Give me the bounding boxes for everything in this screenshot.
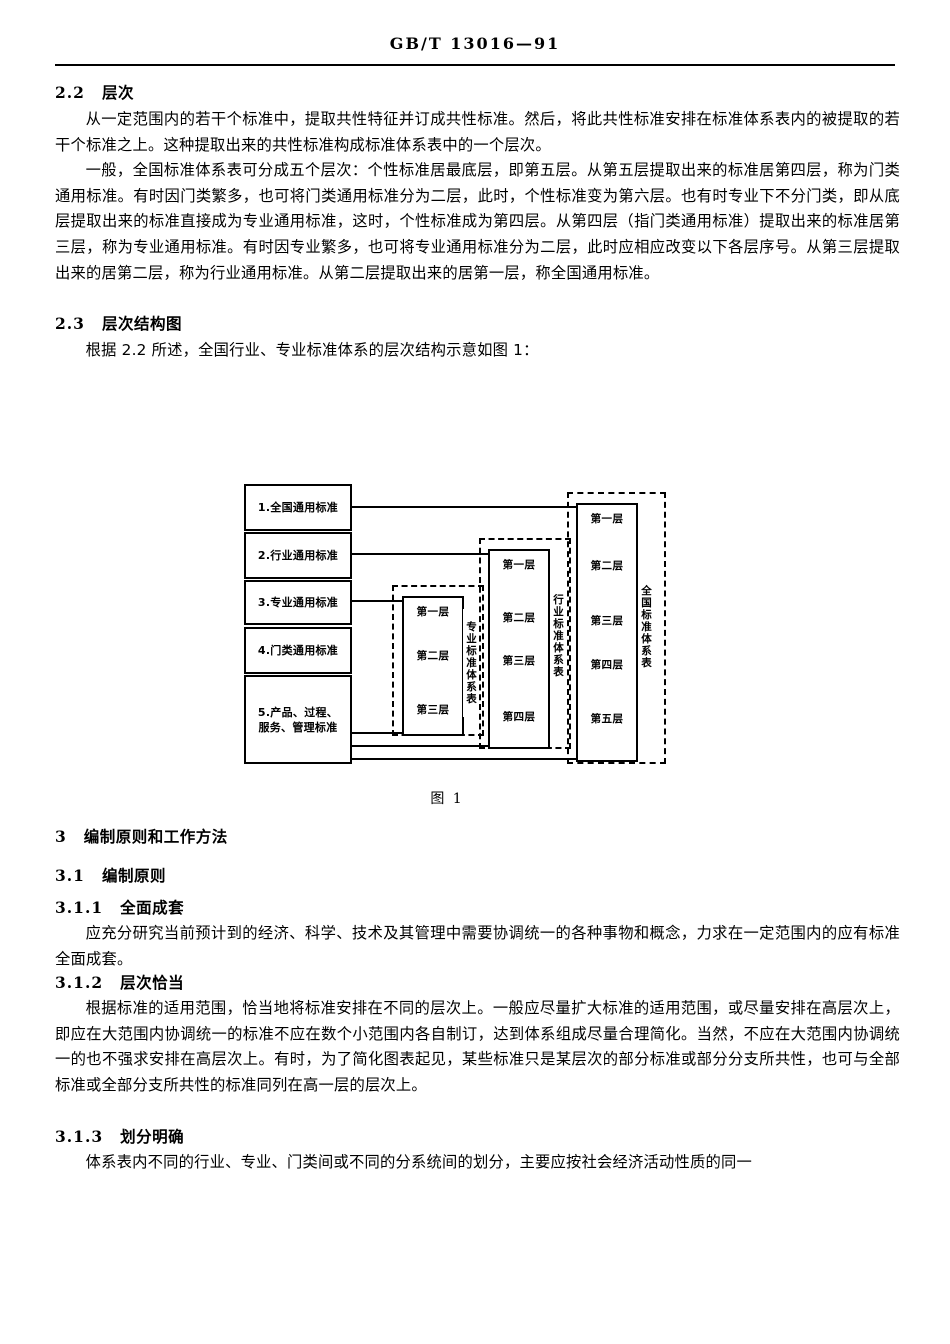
standard-code: GB/T 13016—91 — [389, 34, 561, 53]
heading-2-3-title: 层次结构图 — [101, 315, 182, 333]
layer-cell: 第三层 — [490, 653, 548, 668]
heading-2-2: 2.2 层次 — [55, 82, 900, 104]
connector-line-5b — [348, 745, 488, 747]
figure-1-wrapper: 第一层 第二层 第三层 第四层 第五层 全国标准体系表 第一层 第二层 第三层 … — [0, 470, 950, 807]
layer-cell: 第五层 — [578, 711, 636, 726]
level-box-category[interactable]: 4.门类通用标准 — [244, 627, 352, 674]
heading-3-1: 3.1 编制原则 — [55, 865, 900, 887]
section-3-1-3: 3.1.3 划分明确 体系表内不同的行业、专业、门类间或不同的分系统间的划分，主要… — [55, 1126, 900, 1176]
heading-3-1-title: 编制原则 — [101, 867, 166, 885]
connector-line-5a — [348, 732, 403, 734]
connector-line-5c — [348, 758, 576, 760]
heading-3-1-1: 3.1.1 全面成套 — [55, 897, 900, 919]
heading-2-2-title: 层次 — [101, 84, 134, 102]
para-3-1-1: 应充分研究当前预计到的经济、科学、技术及其管理中需要协调统一的各种事物和概念，力… — [55, 924, 900, 968]
group-professional-column: 第一层 第二层 第三层 — [402, 596, 464, 736]
section-3-1-2: 3.1.2 层次恰当 根据标准的适用范围，恰当地将标准安排在不同的层次上。一般应尽… — [55, 972, 900, 1098]
para-2-2-2: 一般，全国标准体系表可分成五个层次：个性标准居最底层，即第五层。从第五层提取出来… — [55, 161, 900, 282]
heading-3-1-1-title: 全面成套 — [120, 899, 185, 917]
heading-3-1-number: 3.1 — [55, 866, 85, 885]
connector-line-2 — [348, 553, 488, 555]
heading-2-3-number: 2.3 — [55, 314, 85, 333]
level-box-label: 4.门类通用标准 — [257, 644, 339, 657]
section-3: 3 编制原则和工作方法 — [55, 826, 900, 848]
section-2-3: 2.3 层次结构图 根据 2.2 所述，全国行业、专业标准体系的层次结构示意如图 … — [55, 313, 900, 364]
para-3-1-3: 体系表内不同的行业、专业、门类间或不同的分系统间的划分，主要应按社会经济活动性质… — [85, 1153, 752, 1171]
connector-line-1 — [348, 506, 576, 508]
figure-1-hierarchy-diagram: 第一层 第二层 第三层 第四层 第五层 全国标准体系表 第一层 第二层 第三层 … — [232, 470, 666, 807]
heading-3-1-3: 3.1.3 划分明确 — [55, 1126, 900, 1148]
para-2-3-1: 根据 2.2 所述，全国行业、专业标准体系的层次结构示意如图 1： — [85, 341, 539, 359]
group-industry-caption: 行业标准体系表 — [550, 582, 564, 690]
figure-caption: 图 1 — [430, 791, 464, 807]
heading-2-2-number: 2.2 — [55, 83, 85, 102]
layer-cell: 第四层 — [578, 657, 636, 672]
para-2-2-1: 从一定范围内的若干个标准中，提取共性特征并订成共性标准。然后，将此共性标准安排在… — [55, 110, 900, 154]
heading-3-number: 3 — [55, 827, 67, 846]
group-professional-caption: 专业标准体系表 — [463, 609, 477, 717]
level-box-label: 3.专业通用标准 — [257, 596, 339, 609]
level-box-professional[interactable]: 3.专业通用标准 — [244, 580, 352, 625]
layer-cell: 第二层 — [578, 558, 636, 573]
heading-3-1-3-number: 3.1.3 — [55, 1127, 104, 1146]
level-box-label: 2.行业通用标准 — [257, 549, 339, 562]
layer-cell: 第二层 — [490, 610, 548, 625]
group-national-dashed-frame — [567, 492, 666, 764]
level-box-industry[interactable]: 2.行业通用标准 — [244, 532, 352, 579]
level-box-national[interactable]: 1.全国通用标准 — [244, 484, 352, 531]
layer-cell: 第三层 — [578, 613, 636, 628]
heading-3-1-2-number: 3.1.2 — [55, 973, 104, 992]
layer-cell: 第二层 — [404, 648, 462, 663]
group-industry-column: 第一层 第二层 第三层 第四层 — [488, 549, 550, 749]
heading-3: 3 编制原则和工作方法 — [55, 826, 900, 848]
section-3-1-1: 3.1.1 全面成套 应充分研究当前预计到的经济、科学、技术及其管理中需要协调统一… — [55, 897, 900, 972]
layer-cell: 第一层 — [404, 604, 462, 619]
heading-3-1-2-title: 层次恰当 — [120, 974, 185, 992]
layer-cell: 第一层 — [490, 557, 548, 572]
layer-cell: 第三层 — [404, 702, 462, 717]
level-box-product[interactable]: 5.产品、过程、服务、管理标准 — [244, 675, 352, 764]
group-national-caption: 全国标准体系表 — [638, 573, 652, 681]
heading-3-1-2: 3.1.2 层次恰当 — [55, 972, 900, 994]
layer-cell: 第四层 — [490, 709, 548, 724]
section-3-1: 3.1 编制原则 — [55, 865, 900, 887]
heading-3-1-3-title: 划分明确 — [120, 1128, 185, 1146]
connector-line-3 — [348, 600, 403, 602]
header-rule — [55, 64, 895, 66]
section-2-2: 2.2 层次 从一定范围内的若干个标准中，提取共性特征并订成共性标准。然后，将此共… — [55, 82, 900, 286]
group-national-column: 第一层 第二层 第三层 第四层 第五层 — [576, 503, 638, 762]
level-box-label: 1.全国通用标准 — [257, 501, 339, 514]
level-box-label: 5.产品、过程、服务、管理标准 — [257, 705, 339, 734]
heading-2-3: 2.3 层次结构图 — [55, 313, 900, 335]
heading-3-1-1-number: 3.1.1 — [55, 898, 104, 917]
heading-3-title: 编制原则和工作方法 — [83, 828, 228, 846]
layer-cell: 第一层 — [578, 511, 636, 526]
para-3-1-2: 根据标准的适用范围，恰当地将标准安排在不同的层次上。一般应尽量扩大标准的适用范围… — [55, 999, 900, 1094]
page-header: GB/T 13016—91 — [0, 34, 950, 53]
